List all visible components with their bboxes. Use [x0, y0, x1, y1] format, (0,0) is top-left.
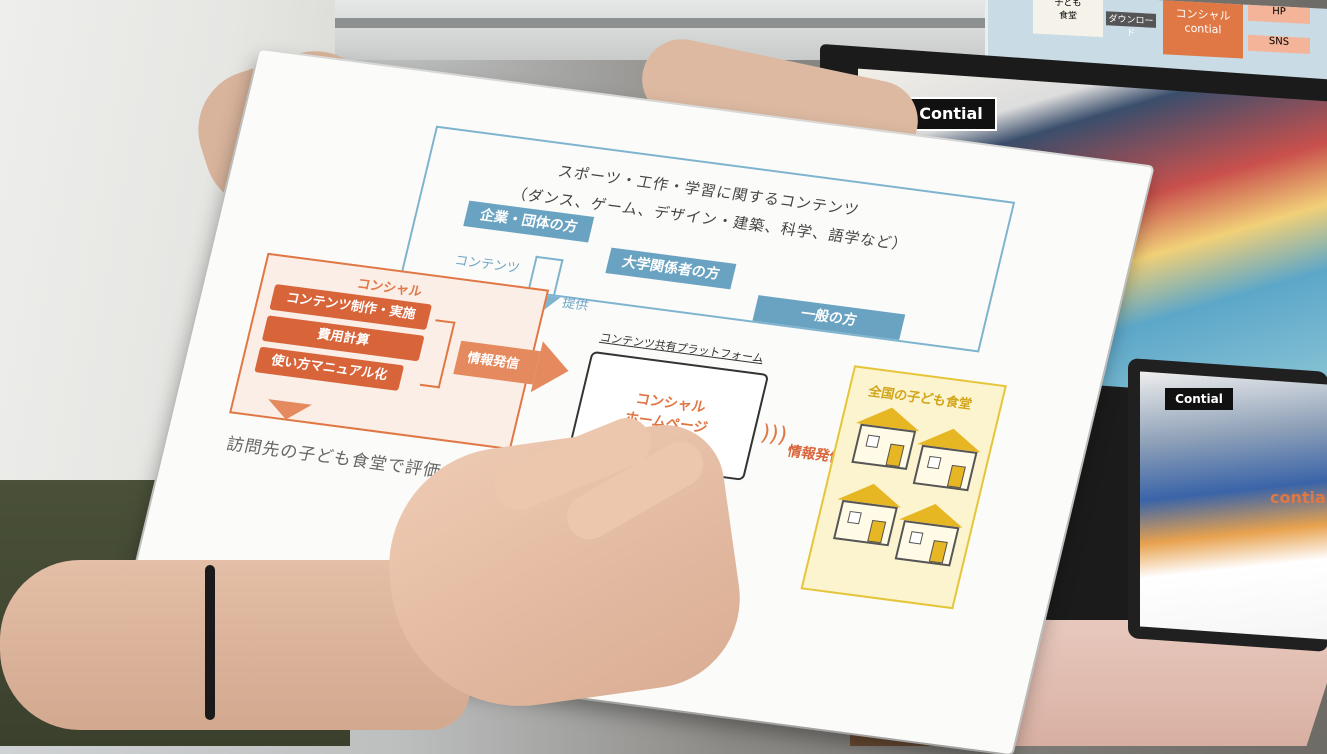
signal-waves-icon: ))) [758, 420, 790, 449]
house-icon [851, 423, 917, 471]
shelf-bar [300, 18, 1020, 28]
monitor-logo: Contial [905, 97, 997, 131]
house-icon [832, 499, 898, 547]
house-icon [894, 520, 960, 567]
provide-label: 提供 [560, 295, 590, 314]
info-send-arrowhead [530, 341, 575, 397]
poster-box-hp: HP [1248, 4, 1310, 24]
laptop-logo: Contial [1165, 388, 1233, 410]
evaluation-text: 訪問先の子ども食堂で評価 [224, 434, 444, 483]
poster-box-kodomo: 子ども食堂 [1033, 0, 1103, 38]
house-icon [912, 444, 978, 492]
black-bracelet [205, 565, 215, 720]
poster-box-sns: SNS [1248, 34, 1310, 54]
poster-arrow: ダウンロード [1106, 11, 1156, 39]
laptop-brand-text: contial [1270, 488, 1327, 507]
